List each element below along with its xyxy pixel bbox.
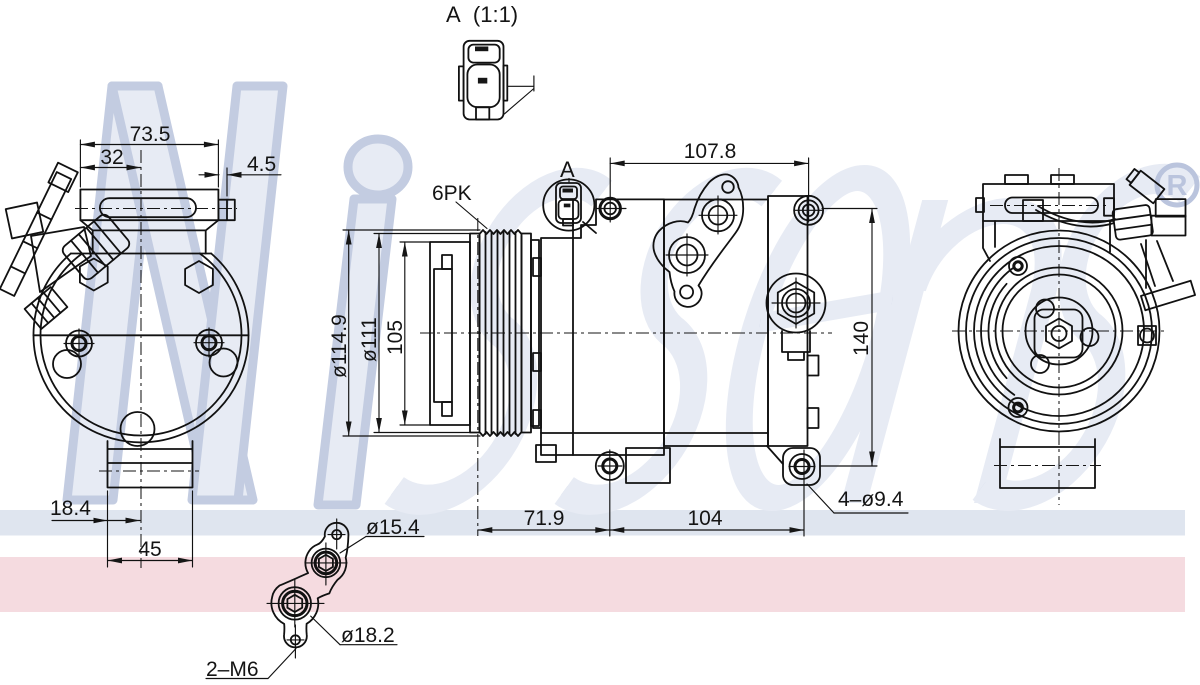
svg-text:71.9: 71.9 (524, 507, 565, 530)
svg-text:R: R (1167, 170, 1188, 202)
svg-text:140: 140 (850, 321, 873, 356)
svg-text:2–M6: 2–M6 (206, 658, 259, 681)
svg-text:ø114.9: ø114.9 (328, 314, 351, 378)
svg-text:6PK: 6PK (432, 182, 472, 205)
svg-text:107.8: 107.8 (684, 140, 737, 163)
svg-text:18.4: 18.4 (50, 497, 91, 520)
svg-text:A: A (560, 157, 575, 182)
svg-text:73.5: 73.5 (130, 123, 171, 146)
svg-text:ø18.2: ø18.2 (341, 624, 395, 647)
svg-text:45: 45 (138, 538, 161, 561)
svg-text:105: 105 (384, 320, 407, 355)
svg-text:ø111: ø111 (358, 317, 381, 362)
svg-text:4.5: 4.5 (247, 153, 276, 176)
svg-text:32: 32 (100, 146, 123, 169)
svg-text:104: 104 (687, 507, 722, 530)
svg-text:ø15.4: ø15.4 (366, 516, 420, 539)
svg-text:4–ø9.4: 4–ø9.4 (838, 488, 904, 511)
svg-text:A (1:1): A (1:1) (446, 2, 518, 27)
